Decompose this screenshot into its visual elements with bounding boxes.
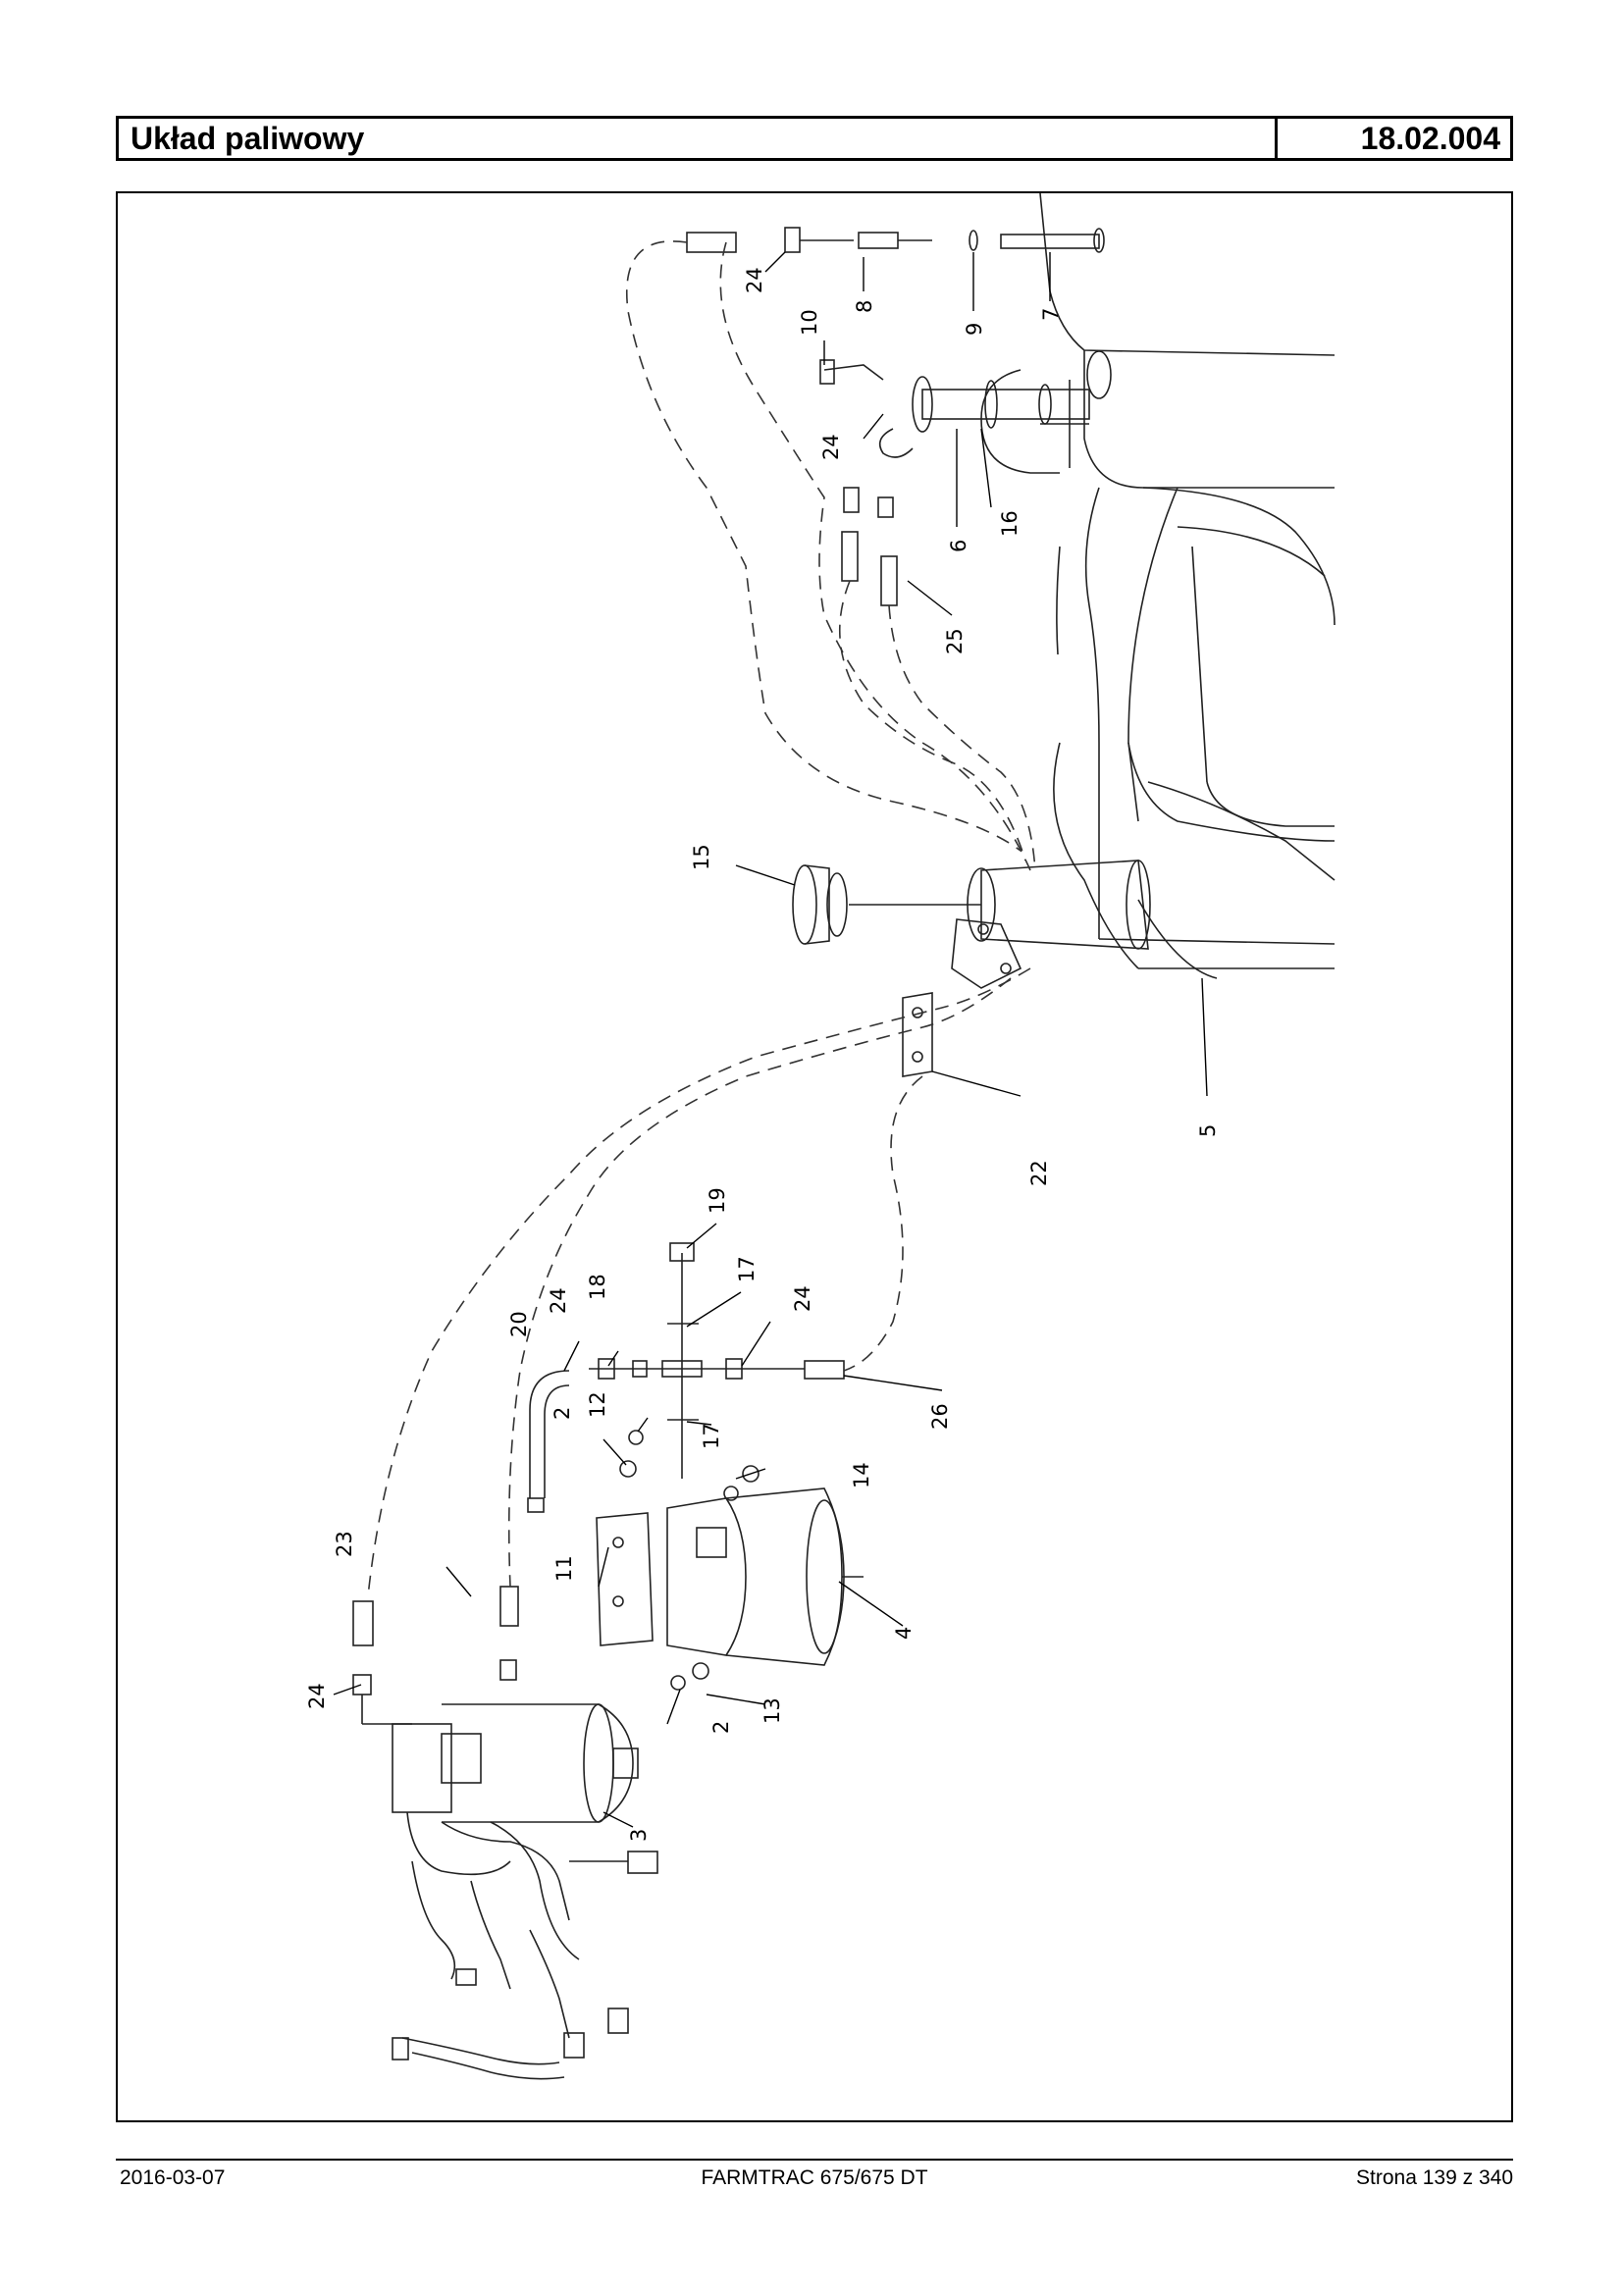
footer-date: 2016-03-07	[120, 2166, 226, 2189]
callout-label: 4	[892, 1627, 916, 1640]
hose-20	[527, 1370, 570, 1513]
bracket-22	[902, 992, 933, 1077]
fuel-sender-unit	[819, 350, 1112, 458]
callout-label: 14	[850, 1462, 873, 1488]
tee-connector	[589, 1242, 845, 1479]
leader-lines	[333, 251, 1208, 1828]
footer-divider	[116, 2159, 1513, 2161]
fuel-filter-3	[392, 1703, 658, 2080]
tank-cap	[792, 864, 981, 945]
section-title: Układ paliwowy	[119, 119, 1278, 158]
return-hoses	[841, 487, 898, 606]
hose-23	[352, 1586, 519, 1725]
callout-label: 11	[552, 1555, 576, 1582]
top-fittings	[686, 227, 1105, 253]
callout-label: 9	[963, 323, 986, 336]
footer-page-number: Strona 139 z 340	[1356, 2166, 1513, 2189]
diagram-drawing: 24 8 9 7 10 24 6 16 25 15 5 22 19 17 18 …	[305, 193, 1336, 2080]
filler-neck	[951, 860, 1151, 989]
callout-label: 24	[305, 1683, 329, 1709]
callout-label: 25	[943, 628, 967, 654]
callout-label: 12	[586, 1391, 609, 1418]
callout-label: 24	[819, 434, 843, 460]
callout-label: 22	[1027, 1160, 1051, 1186]
callout-label: 5	[1196, 1124, 1220, 1137]
callout-label: 17	[700, 1423, 723, 1449]
callout-label: 8	[853, 300, 876, 313]
callout-label: 16	[998, 510, 1022, 537]
section-code: 18.02.004	[1360, 120, 1500, 156]
fuel-filter-4	[596, 1430, 864, 1691]
callout-label: 13	[760, 1697, 784, 1724]
callout-label: 19	[706, 1187, 729, 1214]
page-header: Układ paliwowy 18.02.004	[116, 116, 1513, 161]
callout-label: 20	[507, 1311, 531, 1337]
callout-label: 6	[947, 540, 970, 552]
hose-routes	[367, 240, 1036, 1597]
callout-label: 26	[928, 1403, 952, 1430]
callout-label: 24	[743, 267, 766, 293]
callout-label: 18	[586, 1274, 609, 1300]
callout-label: 10	[798, 309, 821, 336]
footer-model: FARMTRAC 675/675 DT	[701, 2166, 928, 2189]
callout-label: 7	[1039, 308, 1063, 321]
callout-label: 3	[627, 1829, 651, 1842]
callout-label: 2	[709, 1721, 733, 1734]
callout-label: 23	[333, 1531, 356, 1557]
callout-label: 2	[550, 1407, 574, 1420]
callout-label: 24	[791, 1285, 814, 1312]
callout-label: 24	[547, 1287, 570, 1314]
callout-label: 17	[735, 1256, 759, 1282]
fuel-system-exploded-diagram: 24 8 9 7 10 24 6 16 25 15 5 22 19 17 18 …	[116, 191, 1513, 2122]
callout-labels: 24 8 9 7 10 24 6 16 25 15 5 22 19 17 18 …	[305, 267, 1220, 1842]
callout-label: 15	[690, 844, 713, 870]
